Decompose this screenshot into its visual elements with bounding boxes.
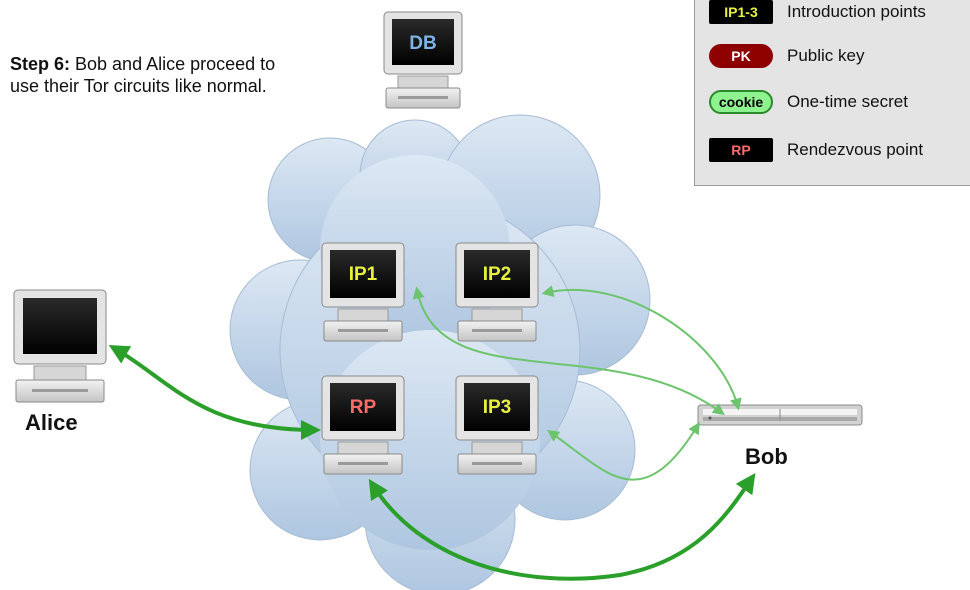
step-label: Step 6: bbox=[10, 54, 71, 74]
intro-points-label: Introduction points bbox=[787, 2, 926, 21]
alice-label: Alice bbox=[25, 410, 78, 435]
arrow-alice-rp bbox=[108, 345, 321, 440]
rp-computer: RP bbox=[321, 375, 405, 475]
legend-row-rendezvous-point: RP Rendezvous point bbox=[709, 137, 923, 163]
ip1-computer: IP1 bbox=[321, 242, 405, 342]
cookie-badge: cookie bbox=[709, 90, 773, 114]
alice-computer bbox=[13, 289, 107, 403]
step-body: Bob and Alice proceed to use their Tor c… bbox=[10, 54, 276, 96]
legend-row-public-key: PK Public key bbox=[709, 43, 864, 69]
ip1-label: IP1 bbox=[349, 264, 378, 285]
legend: IP1-3 Introduction points PK Public key … bbox=[694, 0, 970, 186]
rendezvous-badge: RP bbox=[709, 138, 773, 162]
rendezvous-point-label: Rendezvous point bbox=[787, 140, 924, 159]
ip3-label: IP3 bbox=[483, 397, 512, 418]
connections bbox=[108, 285, 756, 581]
public-key-badge: PK bbox=[709, 44, 773, 68]
step-description: Step 6: Bob and Alice proceed to use the… bbox=[10, 53, 300, 97]
ip2-computer: IP2 bbox=[455, 242, 539, 342]
ip2-label: IP2 bbox=[483, 264, 512, 285]
public-key-label: Public key bbox=[787, 46, 865, 65]
rp-label: RP bbox=[350, 397, 377, 418]
ip3-computer: IP3 bbox=[455, 375, 539, 475]
db-label: DB bbox=[409, 33, 436, 54]
legend-row-intro-points: IP1-3 Introduction points bbox=[709, 0, 926, 25]
intro-points-badge: IP1-3 bbox=[709, 0, 773, 24]
db-computer: DB bbox=[383, 11, 463, 109]
one-time-secret-label: One-time secret bbox=[787, 92, 908, 111]
legend-row-one-time-secret: cookie One-time secret bbox=[709, 89, 908, 115]
bob-server bbox=[697, 404, 863, 426]
arrow-bob-ip1 bbox=[412, 286, 725, 416]
tor-network-cloud bbox=[229, 114, 651, 590]
arrow-rp-bob bbox=[368, 473, 756, 581]
bob-label: Bob bbox=[745, 444, 788, 469]
